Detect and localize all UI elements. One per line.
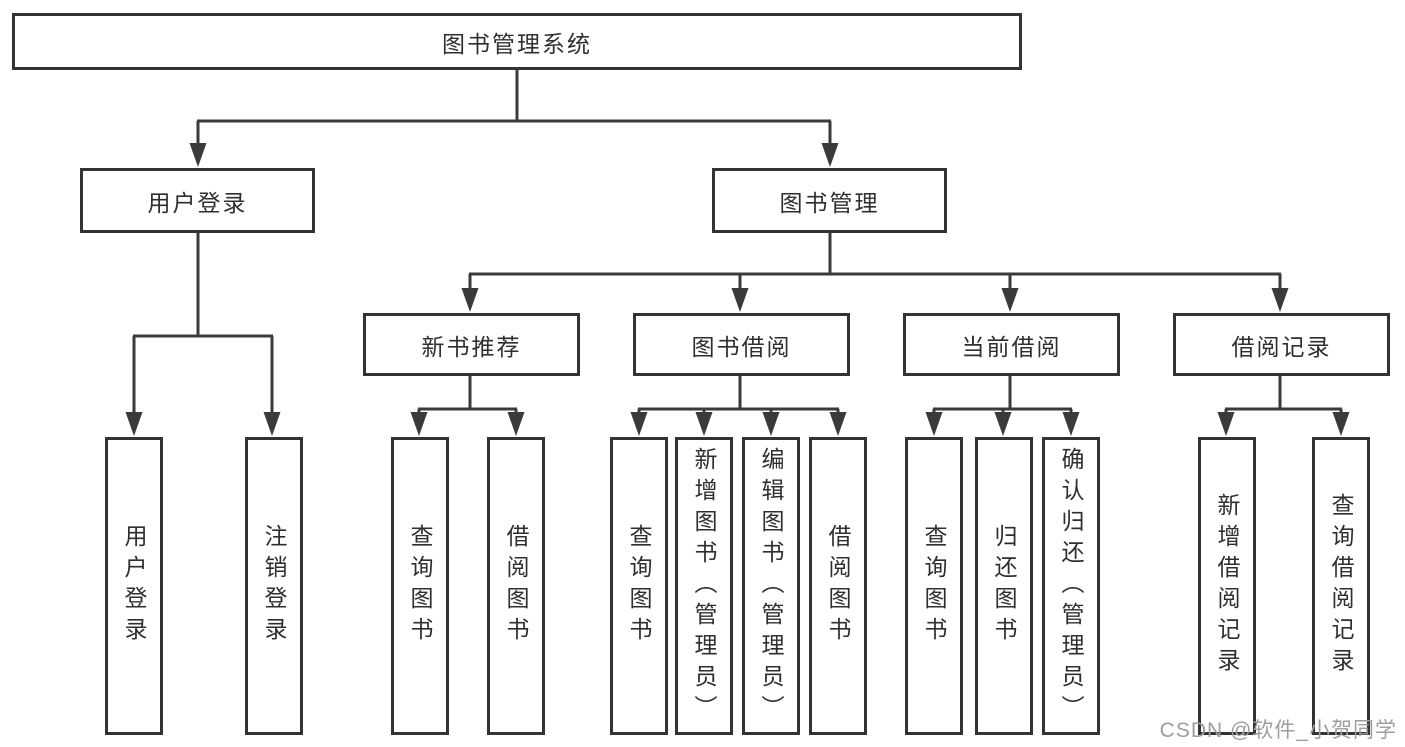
arrowhead xyxy=(1332,412,1350,436)
arrowhead xyxy=(994,412,1012,436)
arrowhead xyxy=(630,412,648,436)
leaf-query-books-borrow: 查询图书 xyxy=(610,437,668,735)
connector-borrow-records-children xyxy=(1224,375,1343,418)
arrowhead xyxy=(1062,412,1080,436)
arrowhead xyxy=(1217,412,1235,436)
connector-root-to-level2 xyxy=(196,69,832,150)
node-current-borrow: 当前借阅 xyxy=(903,313,1120,376)
leaf-query-books-current: 查询图书 xyxy=(905,437,963,735)
arrowhead xyxy=(410,412,428,436)
leaf-logout: 注销登录 xyxy=(245,437,303,735)
arrowhead xyxy=(695,412,713,436)
node-root: 图书管理系统 xyxy=(12,13,1022,70)
leaf-query-books-recommend: 查询图书 xyxy=(391,437,449,735)
watermark: CSDN @软件_小贺同学 xyxy=(1159,719,1397,742)
node-book-management: 图书管理 xyxy=(712,168,947,233)
leaf-borrow-books: 借阅图书 xyxy=(809,437,867,735)
node-user-login: 用户登录 xyxy=(80,168,315,233)
arrowhead xyxy=(507,412,525,436)
node-borrow-records: 借阅记录 xyxy=(1173,313,1390,376)
connector-new-book-rec-children xyxy=(417,375,518,418)
connector-book-mgmt-to-level3 xyxy=(468,232,1282,295)
arrowhead xyxy=(461,288,479,312)
leaf-query-borrow-record: 查询借阅记录 xyxy=(1312,437,1370,735)
arrowhead xyxy=(731,288,749,312)
arrowhead xyxy=(1001,288,1019,312)
connector-book-borrow-children xyxy=(637,375,840,418)
leaf-user-login: 用户登录 xyxy=(105,437,163,735)
leaf-add-borrow-record: 新增借阅记录 xyxy=(1198,437,1256,735)
arrowhead xyxy=(821,143,839,167)
arrowhead xyxy=(829,412,847,436)
arrowhead xyxy=(925,412,943,436)
leaf-confirm-return-admin: 确认归还（管理员） xyxy=(1042,437,1100,735)
leaf-edit-book-admin: 编辑图书（管理员） xyxy=(742,437,800,735)
leaf-add-book-admin: 新增图书（管理员） xyxy=(675,437,733,735)
arrowhead xyxy=(125,412,143,436)
node-book-borrow: 图书借阅 xyxy=(633,313,850,376)
arrowhead xyxy=(189,143,207,167)
arrowhead xyxy=(1271,288,1289,312)
arrowhead xyxy=(263,412,281,436)
leaf-borrow-books-recommend: 借阅图书 xyxy=(487,437,545,735)
leaf-return-books: 归还图书 xyxy=(975,437,1033,735)
arrowhead xyxy=(762,412,780,436)
node-new-book-recommend: 新书推荐 xyxy=(363,313,580,376)
connector-current-borrow-children xyxy=(932,375,1073,418)
connector-user-login-children xyxy=(132,232,274,418)
